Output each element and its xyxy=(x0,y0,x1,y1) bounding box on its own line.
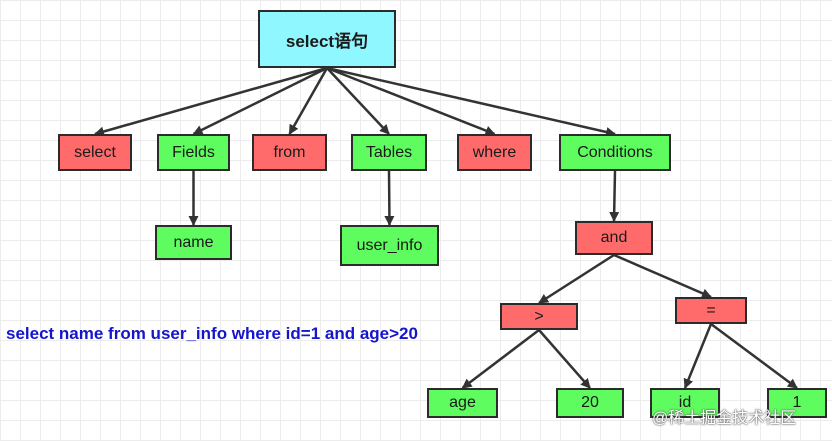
node-gt: > xyxy=(500,303,578,330)
node-name: name xyxy=(155,225,232,260)
edge-gt-to-age xyxy=(461,329,540,389)
edge-eq-to-one xyxy=(710,322,798,390)
node-where: where xyxy=(457,134,532,171)
node-1: 1 xyxy=(767,388,827,418)
node-root: select语句 xyxy=(258,10,396,68)
edge-tables-to-user_info xyxy=(384,170,395,226)
edge-conditions-to-and xyxy=(609,170,620,222)
edge-root-to-conditions xyxy=(326,66,616,137)
node-select: select xyxy=(58,134,132,171)
edge-root-to-where xyxy=(326,66,496,136)
node-id: id xyxy=(650,388,720,418)
node-age: age xyxy=(427,388,498,418)
watermark-text: @稀土掘金技术社区 xyxy=(652,410,797,427)
node-fields: Fields xyxy=(157,134,230,171)
node-tables: Tables xyxy=(351,134,427,171)
edge-root-to-fields xyxy=(192,66,328,136)
edge-root-to-from xyxy=(288,67,329,135)
node-eq: = xyxy=(675,297,747,324)
node-from: from xyxy=(252,134,327,171)
node-conditions: Conditions xyxy=(559,134,671,171)
node-user-info: user_info xyxy=(340,225,439,266)
edge-and-to-gt xyxy=(538,253,615,305)
sql-statement: select name from user_info where id=1 an… xyxy=(6,324,418,343)
node-20: 20 xyxy=(556,388,624,418)
edge-root-to-tables xyxy=(326,67,390,135)
edge-gt-to-twenty xyxy=(538,329,591,389)
node-and: and xyxy=(575,221,653,255)
edge-and-to-eq xyxy=(613,253,712,299)
edge-root-to-select xyxy=(94,66,328,137)
edge-eq-to-id xyxy=(683,323,713,389)
